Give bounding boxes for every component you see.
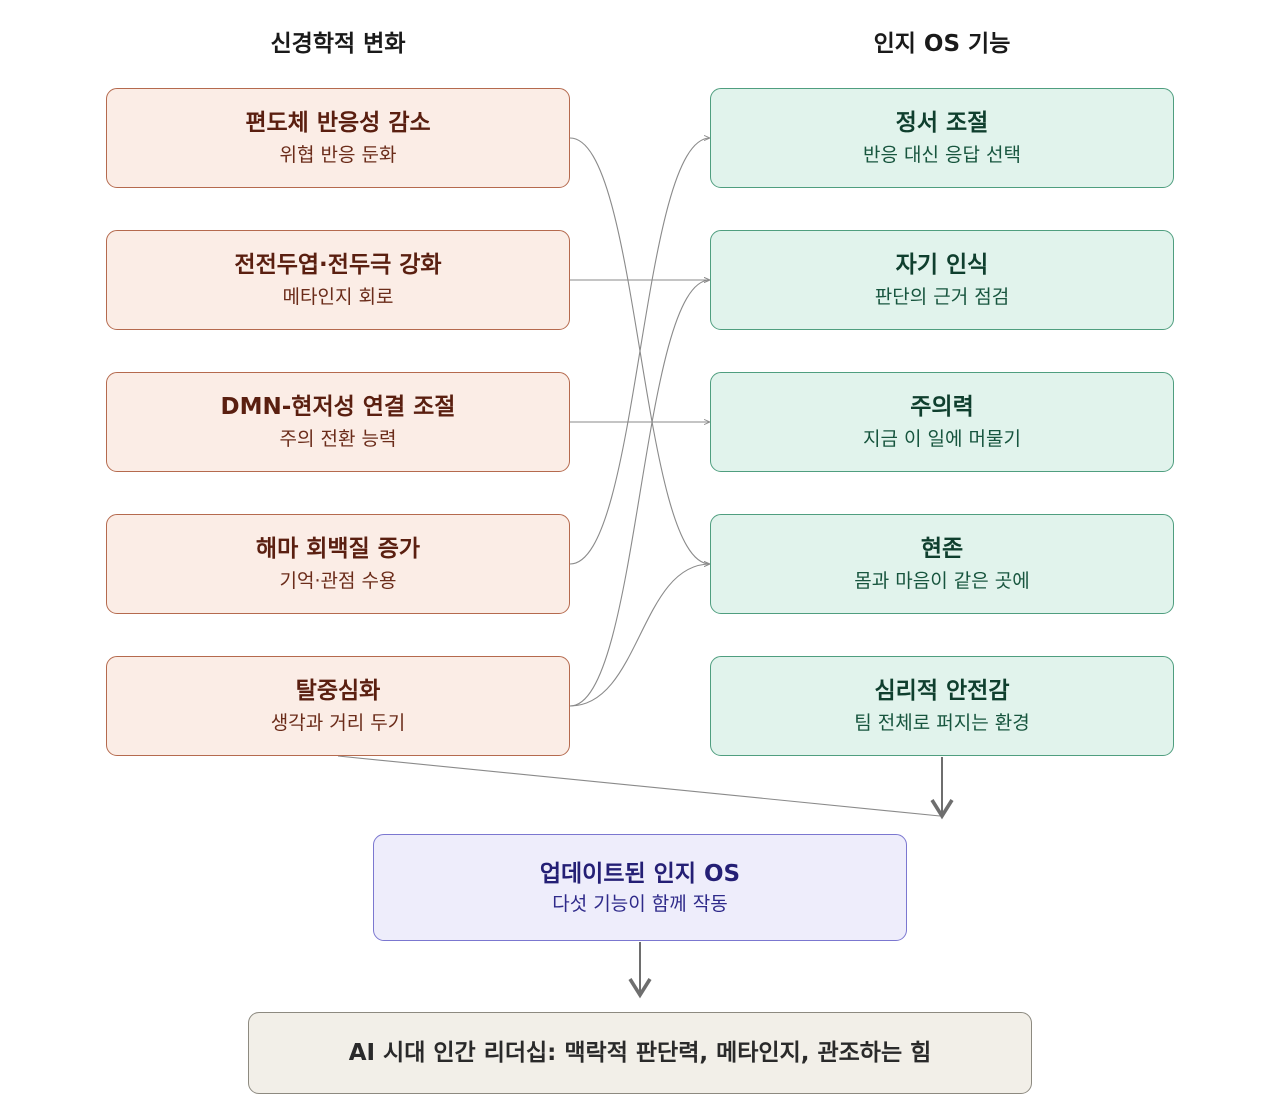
node-attention: 주의력 지금 이 일에 머물기 xyxy=(710,372,1174,472)
node-decentering: 탈중심화 생각과 거리 두기 xyxy=(106,656,570,756)
node-emotion-regulation: 정서 조절 반응 대신 응답 선택 xyxy=(710,88,1174,188)
node-updated-cognitive-os: 업데이트된 인지 OS 다섯 기능이 함께 작동 xyxy=(373,834,907,941)
node-subtitle: 기억·관점 수용 xyxy=(279,570,397,592)
node-self-awareness: 자기 인식 판단의 근거 점검 xyxy=(710,230,1174,330)
node-title: AI 시대 인간 리더십: 맥락적 판단력, 메타인지, 관조하는 힘 xyxy=(348,1040,932,1066)
node-amygdala-reactivity: 편도체 반응성 감소 위협 반응 둔화 xyxy=(106,88,570,188)
connector-hippocampus-to-emotion-regulation xyxy=(569,138,710,565)
connector-decentering-to-self-awareness xyxy=(569,280,710,707)
node-presence: 현존 몸과 마음이 같은 곳에 xyxy=(710,514,1174,614)
node-title: 현존 xyxy=(920,536,964,562)
node-subtitle: 몸과 마음이 같은 곳에 xyxy=(854,570,1030,592)
node-title: 편도체 반응성 감소 xyxy=(245,110,431,136)
node-title: 업데이트된 인지 OS xyxy=(539,860,741,887)
node-prefrontal-strengthening: 전전두엽·전두극 강화 메타인지 회로 xyxy=(106,230,570,330)
node-title: 정서 조절 xyxy=(895,110,989,136)
node-subtitle: 지금 이 일에 머물기 xyxy=(863,428,1021,450)
node-psychological-safety: 심리적 안전감 팀 전체로 퍼지는 환경 xyxy=(710,656,1174,756)
node-title: 전전두엽·전두극 강화 xyxy=(234,252,442,278)
connector-decentering-to-presence xyxy=(569,564,710,707)
node-subtitle: 메타인지 회로 xyxy=(282,286,394,308)
node-title: 해마 회백질 증가 xyxy=(255,536,421,562)
node-subtitle: 위협 반응 둔화 xyxy=(279,144,397,166)
heading-neurological-changes: 신경학적 변화 xyxy=(270,31,406,57)
node-title: 탈중심화 xyxy=(295,678,381,704)
node-subtitle: 생각과 거리 두기 xyxy=(270,712,406,734)
heading-cognitive-os-functions: 인지 OS 기능 xyxy=(873,31,1011,57)
node-subtitle: 주의 전환 능력 xyxy=(279,428,397,450)
node-subtitle: 팀 전체로 퍼지는 환경 xyxy=(854,712,1030,734)
node-hippocampus-gray-matter: 해마 회백질 증가 기억·관점 수용 xyxy=(106,514,570,614)
node-ai-era-leadership: AI 시대 인간 리더십: 맥락적 판단력, 메타인지, 관조하는 힘 xyxy=(248,1012,1032,1094)
node-title: 심리적 안전감 xyxy=(874,678,1010,704)
node-title: 자기 인식 xyxy=(895,252,989,278)
connector-decentering-to-os xyxy=(337,755,941,817)
node-subtitle: 다섯 기능이 함께 작동 xyxy=(552,892,728,915)
node-dmn-salience-connectivity: DMN-현저성 연결 조절 주의 전환 능력 xyxy=(106,372,570,472)
node-subtitle: 판단의 근거 점검 xyxy=(874,286,1010,308)
node-title: 주의력 xyxy=(910,394,974,420)
node-title: DMN-현저성 연결 조절 xyxy=(220,394,456,420)
node-subtitle: 반응 대신 응답 선택 xyxy=(863,144,1021,166)
